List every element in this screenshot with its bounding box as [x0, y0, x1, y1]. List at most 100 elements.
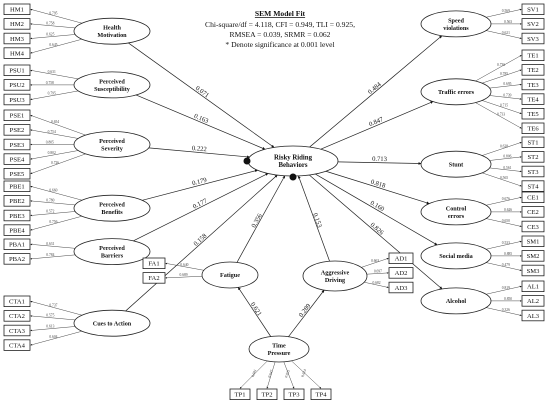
time-pressure-latent-label: Pressure: [268, 350, 291, 357]
latent-construct-label: Traffic errors: [438, 89, 475, 96]
indicator-box-label: TE3: [527, 82, 539, 89]
indicator-box: [3, 93, 31, 106]
indicator-box: [3, 324, 31, 337]
loading-line: [30, 243, 76, 249]
indicator-box-label: CTA4: [9, 342, 26, 349]
indicator-box: [521, 180, 545, 192]
loading-value: 0.638: [500, 144, 508, 148]
indicator-box-label: PSE4: [10, 156, 25, 163]
loading-line: [239, 360, 268, 389]
latent-construct: [73, 17, 151, 45]
loading-value: 0.626: [504, 208, 512, 212]
loading-line: [30, 34, 76, 40]
structural-path: [128, 42, 275, 148]
structural-path: [125, 174, 278, 312]
indicator-box: [521, 122, 545, 135]
indicator-box: [3, 224, 31, 236]
loading-line: [30, 23, 76, 29]
loading-value: 0.624: [301, 368, 308, 377]
indicator-box-label: AD1: [395, 256, 408, 263]
loading-value: 0.621: [502, 31, 510, 35]
latent-construct-label: Stunt: [449, 161, 464, 168]
indicator-box-label: PSU3: [9, 97, 25, 104]
latent-construct: [420, 10, 492, 38]
loading-value: 0.689: [180, 273, 188, 277]
path-coefficient: 0.289: [298, 302, 313, 319]
loading-line: [266, 361, 276, 389]
path-coefficient: 0.847: [368, 116, 385, 129]
loading-line: [30, 8, 83, 24]
loading-value: 0.805: [46, 141, 54, 145]
loading-value: 0.715: [500, 104, 508, 108]
indicator-box: [521, 136, 545, 149]
indicator-box-label: ST2: [528, 154, 539, 161]
indicator-box-label: PSE1: [10, 113, 25, 120]
loading-line: [482, 141, 522, 156]
indicator-box-label: TP4: [316, 392, 328, 399]
structural-path: [315, 173, 438, 246]
loading-line: [30, 150, 79, 160]
latent-construct-label: Perceived: [99, 138, 125, 145]
latent-construct-label: Susceptibility: [94, 86, 131, 93]
latent-construct: [73, 71, 151, 99]
indicator-box-label: TP2: [262, 392, 273, 399]
indicator-box-label: PSU1: [9, 68, 24, 75]
loading-value: 0.819: [502, 286, 510, 290]
loading-line: [489, 95, 522, 100]
indicator-box-label: CTA1: [9, 299, 25, 306]
structural-path: [148, 147, 250, 159]
latent-construct: [420, 198, 492, 226]
indicator-box: [142, 272, 166, 284]
loading-line: [30, 185, 83, 201]
indicator-box: [3, 64, 31, 77]
risky-riding-behaviors-latent-label: Risky Riding: [274, 154, 313, 161]
indicator-box: [521, 32, 545, 45]
loading-value: 0.572: [46, 210, 54, 214]
indicator-box: [521, 108, 545, 120]
loading-line: [486, 285, 522, 295]
loading-line: [30, 115, 86, 136]
indicator-box: [3, 79, 31, 91]
loading-line: [364, 281, 389, 289]
latent-construct: [420, 150, 492, 178]
fatigue-latent: [201, 261, 259, 289]
indicator-box: [3, 167, 31, 180]
loading-line: [486, 262, 522, 272]
loading-line: [489, 156, 522, 161]
indicator-box-label: CTA3: [9, 328, 26, 335]
time-pressure-latent-label: Time: [272, 342, 286, 349]
loading-value: 0.695: [503, 82, 511, 86]
path-coefficient: 0.071: [194, 85, 210, 99]
loading-value: 0.565: [500, 176, 508, 180]
indicator-box-label: SV1: [527, 7, 539, 14]
path-coefficient: 0.222: [192, 145, 207, 153]
loading-value: 0.676: [502, 197, 510, 201]
indicator-box: [521, 78, 545, 91]
model-fit-note: * Denote significance at 0.001 level: [225, 40, 334, 49]
latent-construct-label: Speed: [448, 17, 464, 24]
latent-construct-label: violations: [443, 25, 469, 32]
indicator-box: [3, 253, 31, 265]
indicator-box: [521, 165, 545, 178]
indicator-box: [388, 252, 414, 265]
latent-construct-label: Alcohol: [446, 298, 467, 305]
indicator-box-label: ST4: [528, 183, 540, 190]
path-coefficient: 0.158: [193, 232, 209, 248]
indicator-box: [3, 3, 31, 16]
loading-value: 0.733: [497, 113, 505, 117]
loading-line: [30, 254, 76, 260]
indicator-box-label: HM4: [10, 50, 25, 57]
path-coefficient: 0.160: [369, 200, 386, 214]
loading-value: 0.739: [503, 93, 511, 97]
latent-construct-label: Severity: [101, 146, 124, 153]
loading-line: [482, 172, 522, 187]
loading-value: 0.604: [49, 335, 57, 339]
loading-line: [489, 167, 522, 173]
loading-line: [30, 129, 79, 139]
indicator-box: [521, 3, 545, 16]
loading-value: 0.758: [46, 22, 54, 26]
loading-value: 0.850: [504, 297, 512, 301]
latent-construct-label: Control: [446, 205, 467, 212]
loading-line: [30, 153, 86, 174]
indicator-box-label: ST1: [528, 140, 539, 147]
